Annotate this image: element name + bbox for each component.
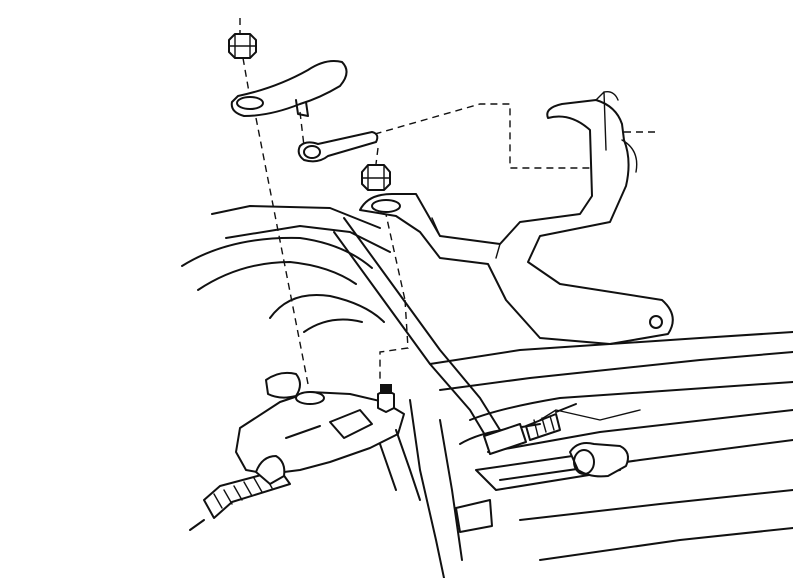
transmission-housing bbox=[181, 205, 793, 578]
lower-bracket bbox=[235, 371, 421, 501]
nut-middle bbox=[361, 164, 391, 191]
cable-harness bbox=[189, 455, 291, 531]
ball-stud-link bbox=[297, 131, 379, 163]
lever-arm bbox=[230, 60, 348, 117]
alignment-dashed-lines bbox=[239, 18, 655, 385]
shift-cable bbox=[459, 403, 577, 455]
nut-upper-left bbox=[228, 33, 257, 59]
mounting-bracket bbox=[359, 90, 674, 345]
